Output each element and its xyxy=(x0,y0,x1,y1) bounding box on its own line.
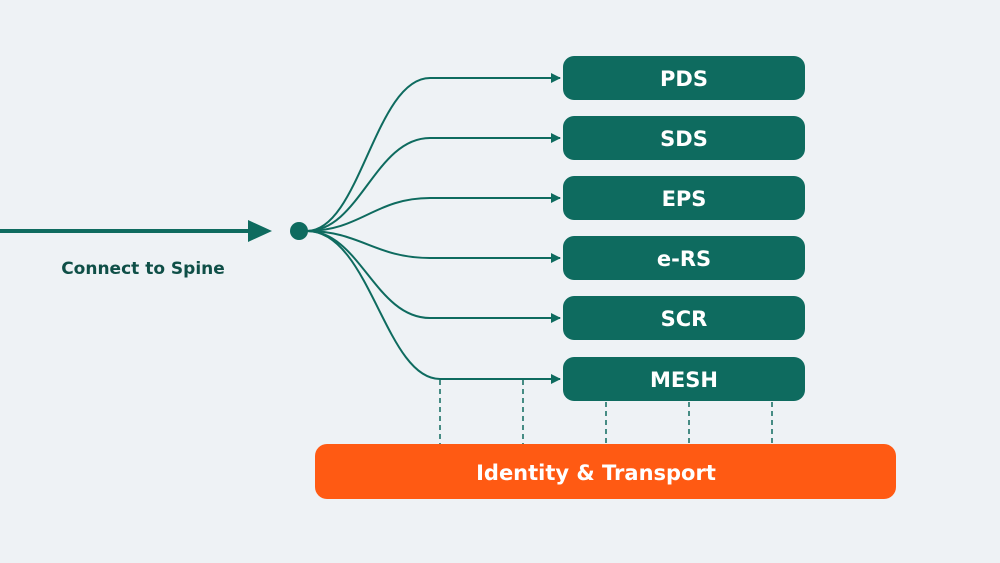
service-box-mesh: MESH xyxy=(563,357,805,401)
service-label: PDS xyxy=(660,67,708,91)
service-label: MESH xyxy=(650,368,718,392)
connector-arrow xyxy=(306,230,561,384)
service-box-pds: PDS xyxy=(563,56,805,100)
dashed-link-group xyxy=(439,380,773,444)
service-box-sds: SDS xyxy=(563,116,805,160)
service-label: SDS xyxy=(660,127,708,151)
service-label: SCR xyxy=(661,307,708,331)
connector-arrow xyxy=(306,73,561,232)
service-box-e-rs: e-RS xyxy=(563,236,805,280)
connector-arrow xyxy=(306,230,561,263)
connector-arrow xyxy=(306,133,561,232)
hub-node xyxy=(290,222,308,240)
connector-group xyxy=(306,73,561,384)
base-label: Identity & Transport xyxy=(476,461,716,485)
service-box-eps: EPS xyxy=(563,176,805,220)
spine-label: Connect to Spine xyxy=(61,259,225,279)
connector-arrow xyxy=(306,230,561,323)
service-box-scr: SCR xyxy=(563,296,805,340)
spine-arrowhead xyxy=(248,220,272,242)
service-label: EPS xyxy=(662,187,707,211)
identity-transport-bar: Identity & Transport xyxy=(315,444,896,499)
service-label: e-RS xyxy=(657,247,711,271)
connector-arrow xyxy=(306,193,561,232)
